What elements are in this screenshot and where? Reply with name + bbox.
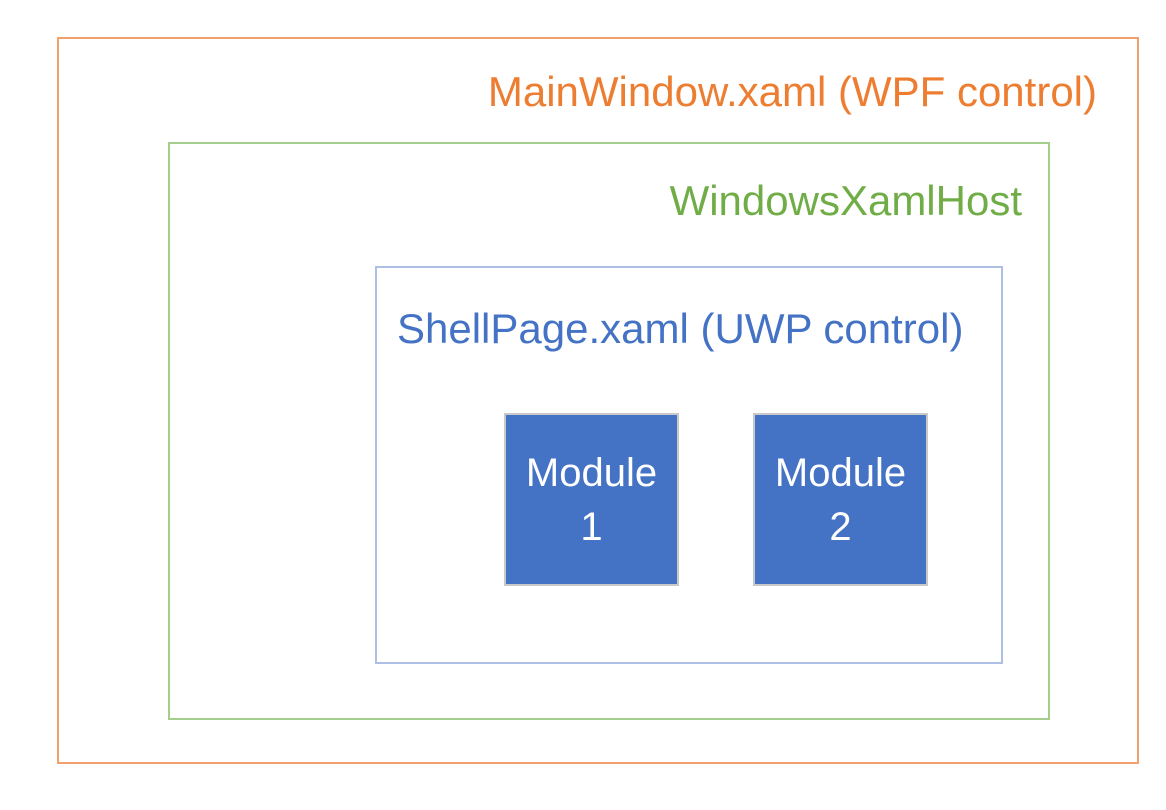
shellpage-uwp-label: ShellPage.xaml (UWP control) — [397, 305, 964, 352]
mainwindow-wpf-label: MainWindow.xaml (WPF control) — [487, 68, 1097, 115]
module-1-box: Module 1 — [504, 413, 679, 586]
module-1-number: 1 — [580, 504, 603, 549]
module-2-number: 2 — [829, 504, 852, 549]
module-2-name: Module — [774, 450, 907, 495]
windowsxamlhost-box: WindowsXamlHost ShellPage.xaml (UWP cont… — [168, 142, 1050, 720]
mainwindow-wpf-box: MainWindow.xaml (WPF control) WindowsXam… — [57, 37, 1139, 764]
modules-row: Module 1 Module 2 — [504, 413, 928, 586]
windowsxamlhost-label: WindowsXamlHost — [669, 177, 1022, 224]
shellpage-uwp-box: ShellPage.xaml (UWP control) Module 1 Mo… — [375, 266, 1003, 664]
module-2-box: Module 2 — [753, 413, 928, 586]
module-1-name: Module — [525, 450, 658, 495]
